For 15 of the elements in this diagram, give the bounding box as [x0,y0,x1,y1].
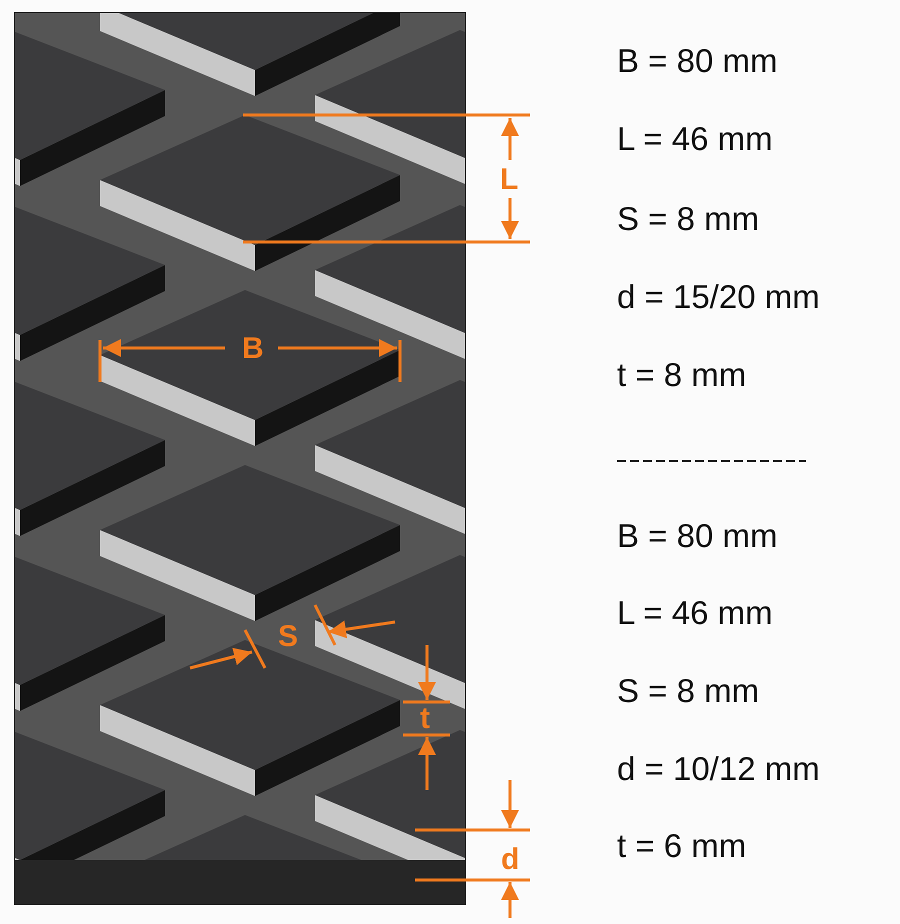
specification-text: S = 8 mm [617,674,760,707]
specification-text: B = 80 mm [617,519,778,552]
specification-text: t = 8 mm [617,358,746,391]
dimension-label: t [420,704,430,734]
specification-text: d = 10/12 mm [617,752,820,785]
specification-text: d = 15/20 mm [617,280,820,313]
specification-text: B = 80 mm [617,44,778,77]
dimension-label: S [278,622,298,652]
dimension-label: B [242,334,264,364]
specification-text: t = 6 mm [617,829,746,862]
specification-text: L = 46 mm [617,596,773,629]
dimension-label: L [500,165,518,195]
dimension-label: d [501,845,520,875]
specification-text: L = 46 mm [617,122,773,155]
specification-text: S = 8 mm [617,202,760,235]
